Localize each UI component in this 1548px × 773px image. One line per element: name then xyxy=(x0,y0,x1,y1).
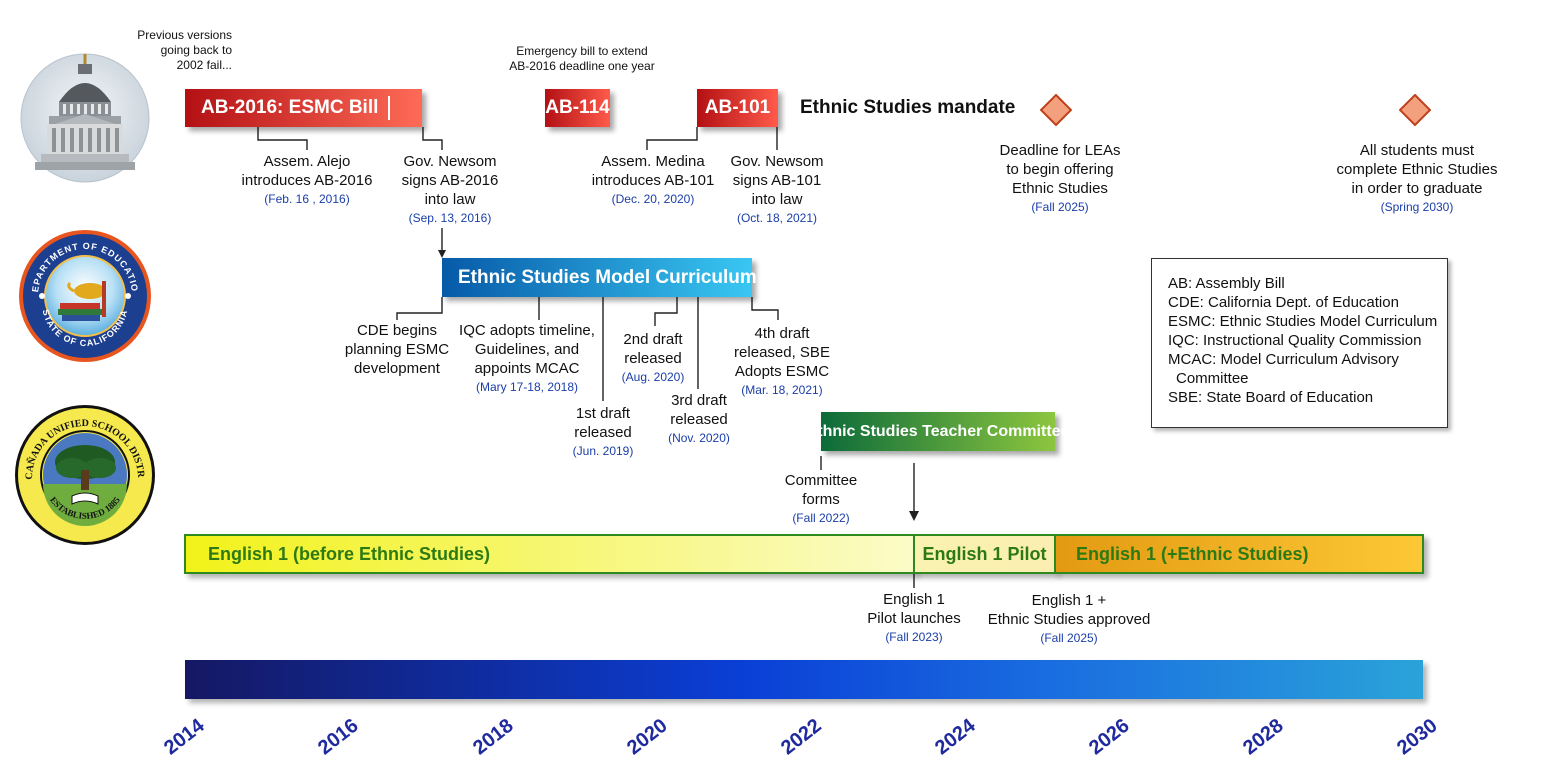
capitol-logo xyxy=(19,52,151,184)
legend-item: Committee xyxy=(1176,370,1249,387)
curriculum-label: Ethnic Studies Model Curriculum xyxy=(458,266,757,288)
year-band xyxy=(185,660,1423,699)
track-english-before: English 1 (before Ethnic Studies) xyxy=(184,534,915,574)
ab114-label: AB-114 xyxy=(545,97,610,118)
legend-item: SBE: State Board of Education xyxy=(1168,389,1374,406)
track-pilot-label: English 1 Pilot xyxy=(922,543,1047,564)
legend-item: MCAC: Model Curriculum Advisory xyxy=(1168,351,1399,368)
emergency-bill-note: Emergency bill to extend AB-2016 deadlin… xyxy=(509,44,655,73)
abbreviation-legend: AB: Assembly Bill CDE: California Dept. … xyxy=(1151,258,1448,428)
previous-versions-note: Previous versions going back to 2002 fai… xyxy=(137,28,232,72)
committee-label: Ethnic Studies Teacher Committee xyxy=(806,422,1070,440)
mandate-label: Ethnic Studies mandate xyxy=(800,97,1016,118)
ab101-label: AB-101 xyxy=(704,97,771,118)
graduate-diamond-icon xyxy=(1398,93,1432,127)
legend-item: AB: Assembly Bill xyxy=(1168,275,1285,292)
track-english-plus: English 1 (+Ethnic Studies) xyxy=(1054,534,1424,574)
track-english-pilot: English 1 Pilot xyxy=(913,534,1056,574)
ab114-bill-bar: AB-114 xyxy=(545,89,610,127)
legend-item: CDE: California Dept. of Education xyxy=(1168,294,1399,311)
track-before-label: English 1 (before Ethnic Studies) xyxy=(208,543,491,564)
teacher-committee-bar: Ethnic Studies Teacher Committee xyxy=(807,412,1069,451)
ab101-bill-bar: AB-101 xyxy=(697,89,778,127)
ab2016-bill-bar: AB-2016: ESMC Bill xyxy=(185,89,422,127)
legend-item: ESMC: Ethnic Studies Model Curriculum xyxy=(1168,313,1438,330)
deadline-diamond-icon xyxy=(1039,93,1073,127)
track-plus-label: English 1 (+Ethnic Studies) xyxy=(1076,543,1309,564)
legend-item: IQC: Instructional Quality Commission xyxy=(1168,332,1422,349)
district-seal: LA CAÑADA UNIFIED SCHOOL DISTRICT ESTABL… xyxy=(10,396,156,546)
divider xyxy=(388,96,391,120)
curriculum-bar: Ethnic Studies Model Curriculum xyxy=(442,258,757,297)
event-es-approved: English 1 +Ethnic Studies approved (Fall… xyxy=(987,592,1151,645)
dept-education-seal: DEPARTMENT OF EDUCATION STATE OF CALIFOR… xyxy=(14,221,152,363)
ab2016-label: AB-2016: ESMC Bill xyxy=(201,97,379,118)
